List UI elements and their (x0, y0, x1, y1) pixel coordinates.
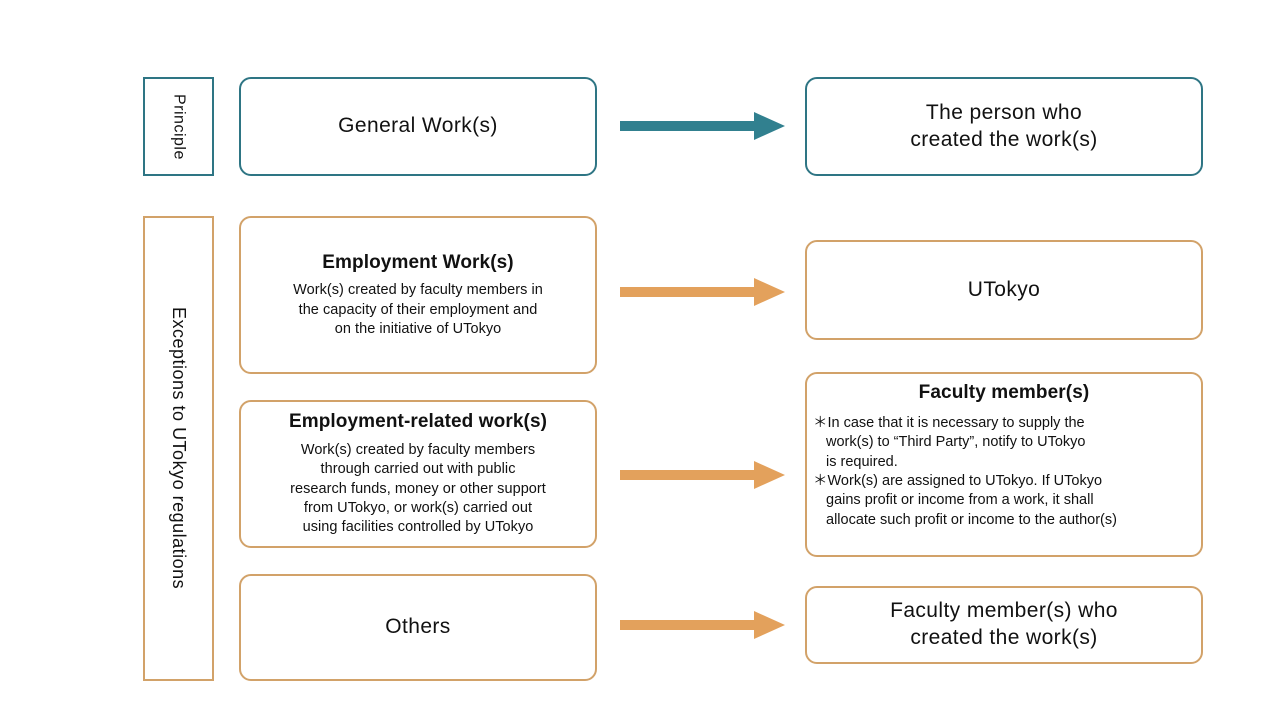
box-faculty-members-who-created: Faculty member(s) who created the work(s… (805, 586, 1203, 664)
rail-principle-label: Principle (170, 93, 188, 160)
note-line-3: is required. (826, 453, 898, 470)
box-person-who-created-line-2: created the work(s) (910, 127, 1098, 151)
rail-exceptions: Exceptions to UTokyo regulations (143, 216, 214, 681)
box-faculty-members-notes-title: Faculty member(s) (918, 382, 1090, 403)
box-employment-related-works-body-line-2: through carried out with public (320, 461, 516, 478)
box-employment-related-works-body-line-4: from UTokyo, or work(s) carried out (303, 500, 533, 517)
arrow-employment-works (620, 278, 785, 306)
box-employment-works-title: Employment Work(s) (322, 251, 514, 273)
box-employment-works-body-line-3: on the initiative of UTokyo (334, 321, 502, 338)
box-faculty-members-notes: Faculty member(s) ＊In case that it is ne… (805, 372, 1203, 557)
arrow-others (620, 611, 785, 639)
box-utokyo: UTokyo (805, 240, 1203, 340)
box-others-title: Others (385, 615, 451, 639)
note-line-5: gains profit or income from a work, it s… (826, 492, 1094, 509)
arrow-general-works (620, 112, 785, 140)
box-faculty-members-who-created-line-2: created the work(s) (910, 626, 1098, 649)
rail-principle: Principle (143, 77, 214, 176)
box-others: Others (239, 574, 597, 681)
box-faculty-members-who-created-line-1: Faculty member(s) who (890, 599, 1118, 623)
box-employment-related-works-body-line-5: using facilities controlled by UTokyo (302, 519, 534, 536)
note-line-1: ＊In case that it is necessary to supply … (813, 414, 1085, 431)
box-general-works: General Work(s) (239, 77, 597, 176)
box-employment-related-works-body-line-1: Work(s) created by faculty members (300, 442, 536, 459)
note-line-2: work(s) to “Third Party”, notify to UTok… (826, 434, 1086, 451)
note-line-4: ＊Work(s) are assigned to UTokyo. If UTok… (813, 473, 1103, 490)
box-employment-related-works-body-line-3: research funds, money or other support (290, 480, 546, 497)
box-general-works-title: General Work(s) (338, 114, 498, 138)
box-employment-works-body-line-2: the capacity of their employment and (298, 301, 538, 318)
box-person-who-created: The person who created the work(s) (805, 77, 1203, 176)
note-line-6: allocate such profit or income to the au… (826, 511, 1117, 528)
box-employment-works-body-line-1: Work(s) created by faculty members in (293, 282, 543, 299)
box-faculty-members-note-list: ＊In case that it is necessary to supply … (807, 414, 1201, 531)
box-employment-works: Employment Work(s) Work(s) created by fa… (239, 216, 597, 374)
box-person-who-created-line-1: The person who (925, 100, 1083, 124)
box-utokyo-title: UTokyo (967, 277, 1041, 301)
box-employment-related-works: Employment-related work(s) Work(s) creat… (239, 400, 597, 548)
rail-exceptions-label: Exceptions to UTokyo regulations (169, 307, 189, 590)
box-employment-related-works-title: Employment-related work(s) (288, 411, 548, 433)
arrow-employment-related-works (620, 461, 785, 489)
